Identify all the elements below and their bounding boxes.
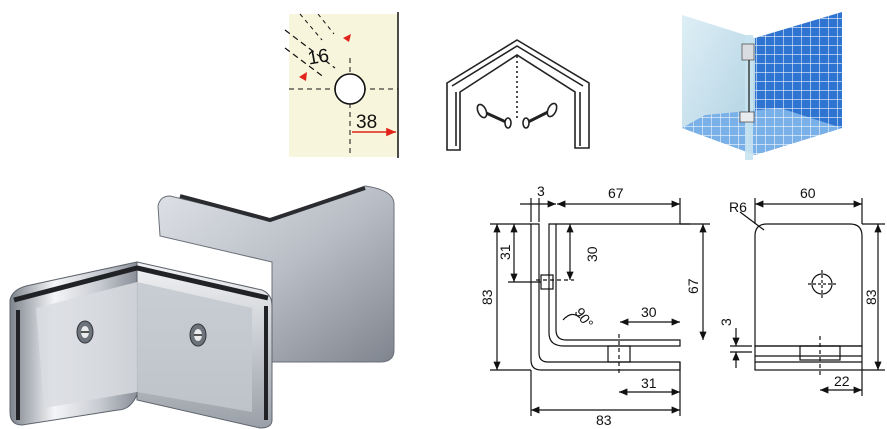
radius-leader <box>739 211 765 231</box>
leg-length-label: 67 <box>608 185 624 201</box>
front-view-drawing <box>730 198 885 396</box>
side-view-drawing <box>490 198 710 416</box>
hole-spacing-label: 16 <box>306 45 330 69</box>
front-offset-label: 22 <box>834 373 850 389</box>
clamp-inner-plate-right <box>137 282 252 412</box>
inner-height-label: 30 <box>584 246 600 262</box>
front-width-label: 60 <box>800 185 816 201</box>
guide-line <box>284 47 326 79</box>
clamp-outline-inner <box>451 45 584 87</box>
clamp-rear-gasket <box>179 186 366 223</box>
shower-installation-illustration <box>682 12 842 160</box>
angle-arc <box>562 313 581 321</box>
clamp-screw-left-icon <box>76 320 94 344</box>
base-offset-label: 31 <box>641 375 657 391</box>
clamp-inner-edges <box>455 92 581 146</box>
plate-height-label: 31 <box>497 244 513 260</box>
right-height-label: 67 <box>685 278 701 294</box>
edge-distance-label: 38 <box>356 112 377 133</box>
total-height-label: 83 <box>479 289 495 305</box>
screw-left-icon <box>476 103 512 129</box>
drill-hole <box>334 73 366 105</box>
clamp-rear-body <box>157 185 395 363</box>
l-profile-inner <box>548 223 681 347</box>
clamp-line-drawing <box>446 39 590 151</box>
overall-width-label: 83 <box>596 412 612 428</box>
front-gap-label: 3 <box>718 318 734 326</box>
screw-right-icon <box>522 102 558 129</box>
clamp-side-gasket <box>16 306 268 420</box>
front-base <box>754 345 863 371</box>
thickness-label: 3 <box>537 183 545 199</box>
red-arrow <box>299 72 307 81</box>
clamp-outline-outer <box>446 39 590 151</box>
slot-depth-label: 30 <box>641 304 657 320</box>
clamp-screw-right-icon <box>189 323 207 347</box>
angle-label: 90° <box>572 305 597 332</box>
clamp-front-gasket <box>13 265 269 303</box>
guide-line <box>299 13 323 41</box>
red-arrow <box>343 34 351 42</box>
tiled-floor <box>682 108 842 155</box>
side-clamp-block <box>540 274 554 290</box>
installed-clamp-bottom <box>739 111 755 123</box>
installed-clamp-top <box>741 43 755 61</box>
front-plate-outline <box>754 223 863 347</box>
hole-detail-drawing: 16 38 <box>284 12 399 158</box>
clamp-product-photo <box>9 185 395 429</box>
guide-line <box>284 29 336 69</box>
clamp-inner-plate-left <box>36 282 137 408</box>
l-profile-outer <box>530 223 681 371</box>
corner-radius-label: R6 <box>729 199 747 215</box>
front-height-label: 83 <box>863 289 879 305</box>
front-hole <box>811 273 833 295</box>
